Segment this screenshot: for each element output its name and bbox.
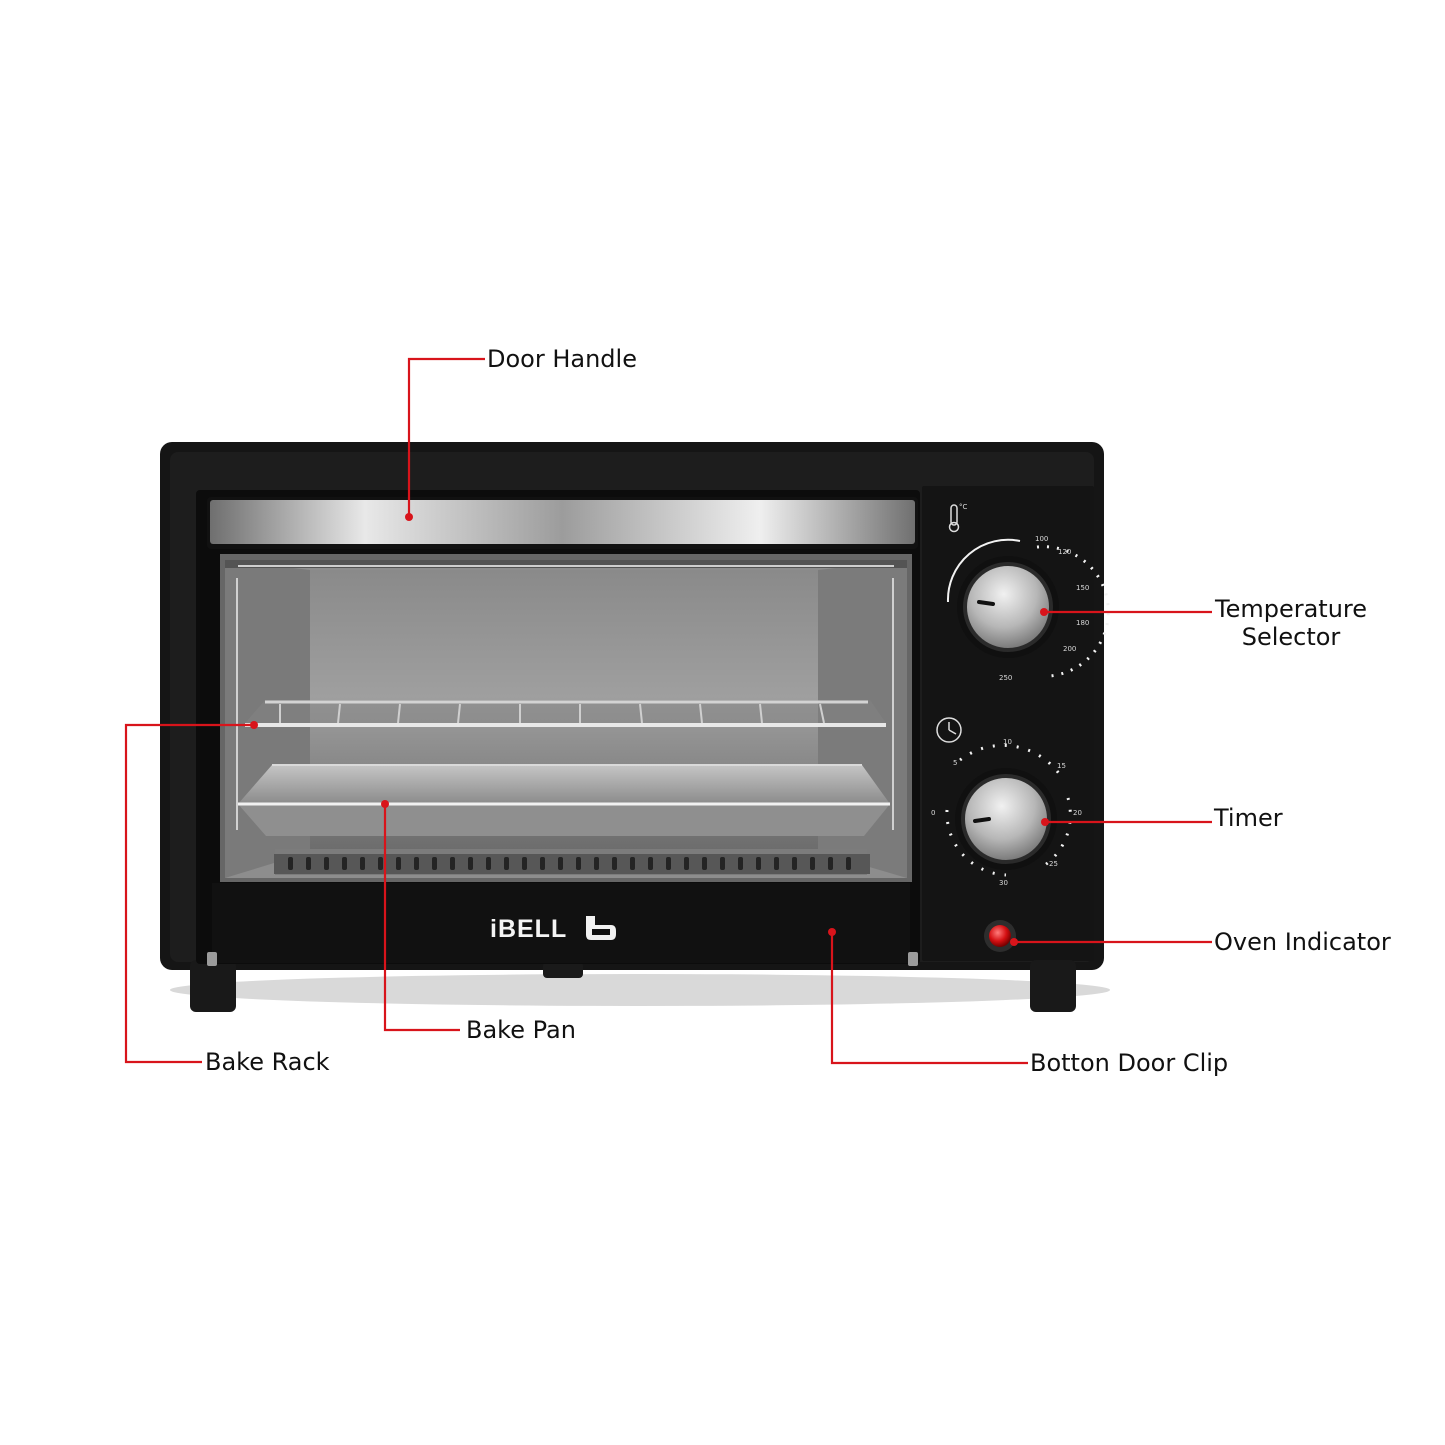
temperature-selector-label-line1: Temperature [1214, 595, 1368, 623]
svg-text:20: 20 [1073, 809, 1082, 817]
door-handle-label: Door Handle [487, 345, 637, 373]
svg-text:0: 0 [931, 809, 935, 817]
right-foot [1030, 960, 1076, 1012]
door-clip-leader [830, 932, 1028, 1065]
door-handle[interactable] [210, 500, 915, 544]
svg-text:°C: °C [959, 503, 968, 511]
svg-text:150: 150 [1076, 584, 1089, 592]
door-handle-leader [407, 357, 485, 517]
bake-rack-leader [124, 723, 254, 1064]
clock-icon [936, 717, 962, 743]
vent-slots [274, 854, 870, 874]
temperature-selector-label-line2: Selector [1241, 623, 1341, 651]
door-bottom-strip [212, 883, 910, 963]
svg-text:10: 10 [1003, 738, 1012, 746]
temperature-selector-label: Temperature Selector [1214, 595, 1368, 651]
svg-text:15: 15 [1057, 762, 1066, 770]
bake-rack-dot [250, 721, 258, 729]
svg-text:100: 100 [1035, 535, 1048, 543]
bake-pan-dot [381, 800, 389, 808]
svg-text:120: 120 [1058, 548, 1071, 556]
oven-indicator-label: Oven Indicator [1214, 928, 1391, 956]
bake-rack-label: Bake Rack [205, 1048, 330, 1076]
brand-text: iBELL [490, 915, 567, 943]
oven-shadow [170, 974, 1110, 1006]
door-handle-dot [405, 513, 413, 521]
oven-indicator-dot [1010, 938, 1018, 946]
callout-leaders [124, 357, 1212, 1065]
temperature-dial-scale: 100 120 150 180 200 250 [946, 535, 1110, 682]
timer-dot [1041, 818, 1049, 826]
left-foot [190, 960, 236, 1012]
left-hinge [207, 952, 217, 966]
svg-text:180: 180 [1076, 619, 1089, 627]
svg-text:30: 30 [999, 879, 1008, 887]
svg-text:250: 250 [999, 674, 1012, 682]
bake-pan-leader [383, 804, 460, 1032]
ibell-logo: iBELL [490, 915, 616, 943]
temperature-dot [1040, 608, 1048, 616]
botton-door-clip-label: Botton Door Clip [1030, 1049, 1229, 1077]
oven-indicator-lamp [984, 920, 1016, 952]
svg-text:200: 200 [1063, 645, 1076, 653]
temperature-knob[interactable] [957, 556, 1059, 658]
svg-text:25: 25 [1049, 860, 1058, 868]
svg-text:5: 5 [953, 759, 957, 767]
center-foot [543, 962, 583, 978]
timer-label: Timer [1214, 804, 1283, 832]
bake-pan[interactable] [238, 764, 890, 836]
bake-pan-label: Bake Pan [466, 1016, 576, 1044]
timer-dial-scale: 0 5 10 15 20 25 30 [931, 738, 1082, 887]
bake-rack[interactable] [245, 700, 886, 727]
thermometer-icon: °C [948, 503, 968, 533]
door-clip-dot [828, 928, 836, 936]
timer-knob[interactable] [955, 768, 1057, 870]
right-hinge [908, 952, 918, 966]
